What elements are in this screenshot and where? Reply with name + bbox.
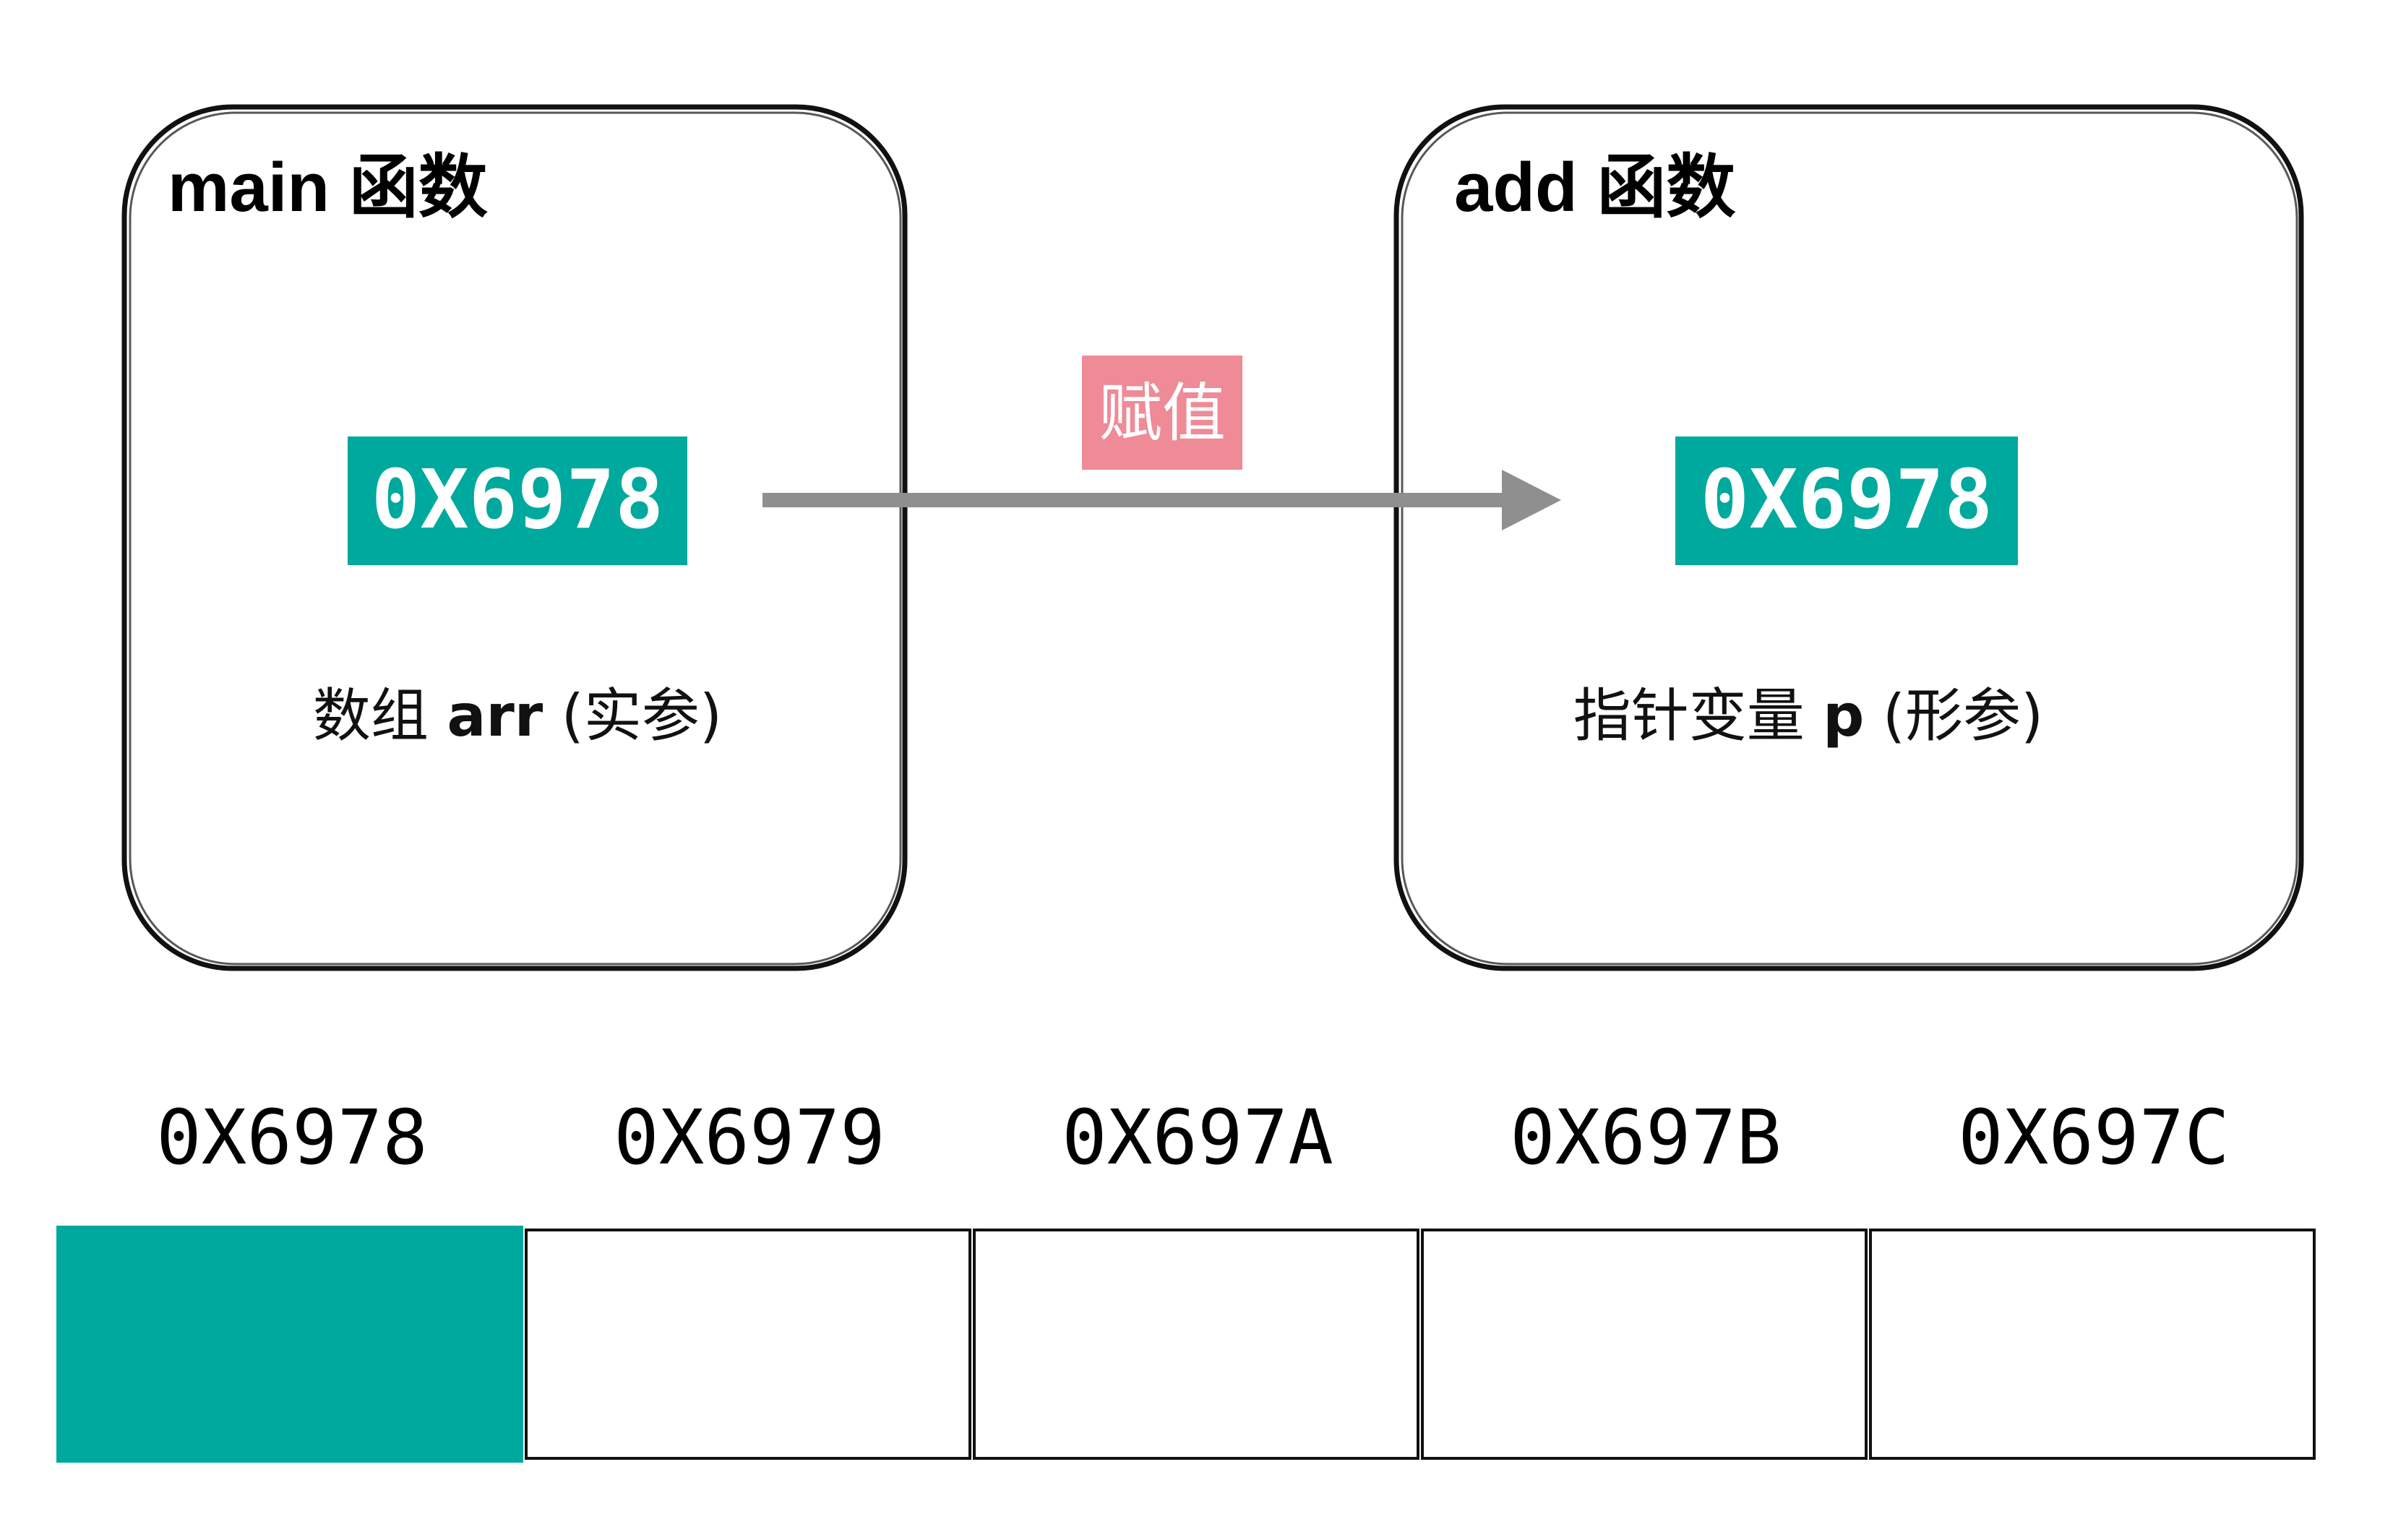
add-value: 0X6978 [1701, 453, 1993, 547]
add-caption-variable: p [1823, 682, 1864, 749]
memory-address-label: 0X6979 [614, 1093, 885, 1182]
main-caption-suffix: (实参) [543, 682, 722, 749]
memory-cell [525, 1229, 971, 1460]
memory-cell-filled [56, 1226, 523, 1463]
main-value-box [348, 436, 687, 565]
add-caption-prefix: 指针变量 [1573, 682, 1823, 749]
assignment-label-box [1082, 356, 1242, 470]
memory-address-label: 0X697C [1958, 1093, 2230, 1182]
memory-cells [56, 1226, 2316, 1463]
memory-address-label: 0X697B [1510, 1093, 1782, 1182]
arrow-head [1502, 470, 1561, 530]
add-caption: 指针变量 p (形参) [1573, 682, 2044, 749]
add-function-title: add 函数 [1454, 149, 1735, 226]
add-value-box [1675, 436, 2018, 565]
memory-cell [1421, 1229, 1868, 1460]
main-caption-prefix: 数组 [313, 682, 447, 749]
main-function-box: main 函数 0X6978 数组 arr (实参) [121, 104, 908, 971]
main-function-title: main 函数 [168, 149, 488, 226]
assignment-label: 赋值 [1099, 376, 1226, 450]
memory-cell [1869, 1229, 2316, 1460]
assignment-arrow: 赋值 [762, 356, 1561, 530]
add-function-box: add 函数 0X6978 指针变量 p (形参) [1393, 104, 2304, 971]
memory-address-label: 0X6978 [156, 1093, 428, 1182]
memory-address-labels: 0X6978 0X6979 0X697A 0X697B 0X697C [156, 1093, 2230, 1182]
add-caption-suffix: (形参) [1864, 682, 2043, 749]
main-caption: 数组 arr (实参) [313, 682, 722, 749]
memory-address-label: 0X697A [1062, 1093, 1333, 1182]
memory-cell [973, 1229, 1419, 1460]
main-caption-variable: arr [447, 682, 543, 749]
main-value: 0X6978 [371, 453, 664, 547]
